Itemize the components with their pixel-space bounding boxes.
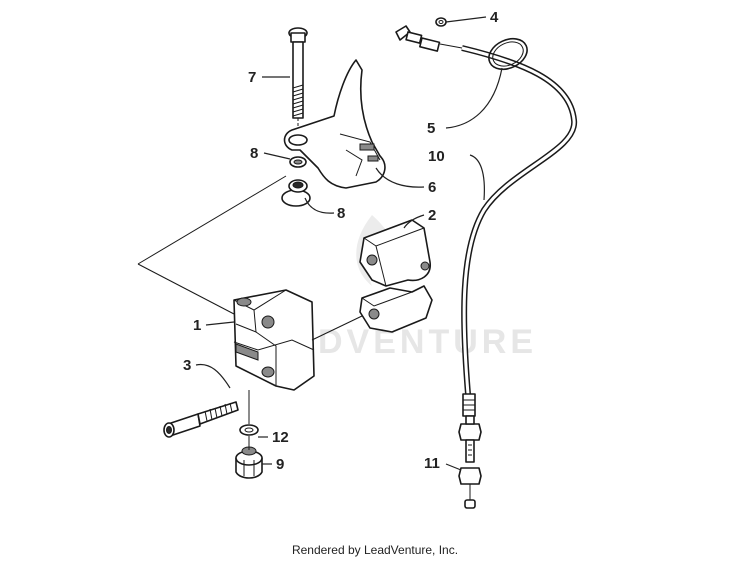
callout-2[interactable]: 2 bbox=[428, 207, 436, 224]
callout-11[interactable]: 11 bbox=[424, 455, 440, 472]
bolt-part-7[interactable] bbox=[288, 27, 308, 135]
callout-labels: 7 8 8 6 2 4 5 10 1 3 12 9 11 bbox=[183, 9, 499, 473]
callout-6[interactable]: 6 bbox=[428, 179, 436, 196]
callout-4[interactable]: 4 bbox=[490, 9, 499, 26]
ring-part-5[interactable] bbox=[484, 33, 532, 75]
footer-credit: Rendered by LeadVenture, Inc. bbox=[291, 543, 459, 557]
screw-part-3[interactable] bbox=[163, 401, 239, 438]
bushing-part-8-lower[interactable] bbox=[281, 179, 311, 207]
lever-part-6[interactable] bbox=[283, 59, 386, 189]
callout-8-lower[interactable]: 8 bbox=[337, 205, 345, 222]
cable-part-10[interactable] bbox=[395, 25, 578, 463]
callout-7[interactable]: 7 bbox=[248, 69, 256, 86]
callout-10[interactable]: 10 bbox=[428, 148, 445, 165]
washer-part-8-upper[interactable] bbox=[289, 156, 307, 168]
leader-lines bbox=[137, 16, 503, 471]
clip-part-4[interactable] bbox=[435, 17, 447, 27]
callout-12[interactable]: 12 bbox=[272, 429, 289, 446]
callout-5[interactable]: 5 bbox=[427, 120, 435, 137]
callout-1[interactable]: 1 bbox=[193, 317, 201, 334]
nut-part-11[interactable] bbox=[458, 467, 482, 509]
callout-8-upper[interactable]: 8 bbox=[250, 145, 258, 162]
nut-part-9[interactable] bbox=[235, 446, 263, 479]
washer-part-12[interactable] bbox=[239, 424, 259, 436]
callout-9[interactable]: 9 bbox=[276, 456, 284, 473]
clamp-part-2-lower[interactable] bbox=[359, 285, 433, 333]
callout-3[interactable]: 3 bbox=[183, 357, 191, 374]
block-part-1[interactable] bbox=[233, 289, 315, 391]
clamp-part-2-upper[interactable] bbox=[359, 219, 431, 287]
